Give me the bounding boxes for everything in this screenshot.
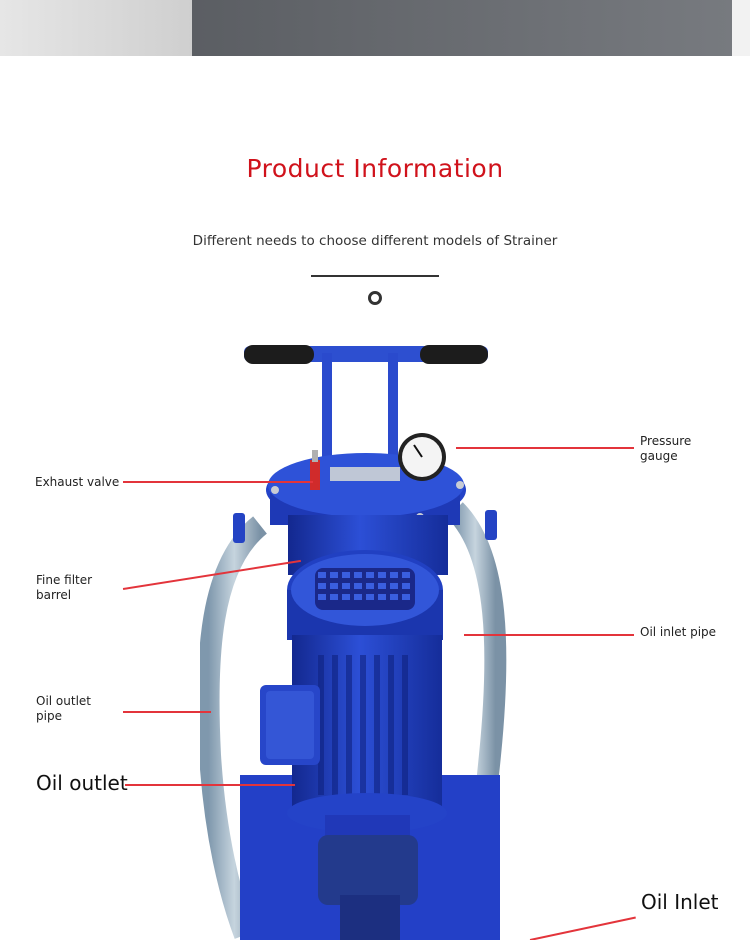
label-oil-inlet: Oil Inlet	[641, 890, 719, 914]
leader-pressure-gauge	[456, 447, 634, 449]
banner-dark-area	[192, 0, 732, 56]
label-oil-outlet: Oil outlet	[36, 771, 128, 795]
page-title: Product Information	[246, 154, 504, 183]
leader-exhaust-valve	[123, 481, 313, 483]
leader-oil-inlet	[529, 916, 636, 940]
label-fine-filter-barrel: Fine filter barrel	[36, 573, 93, 602]
handle-grip-left	[244, 345, 314, 364]
title-divider	[311, 275, 439, 277]
top-banner-image	[0, 0, 750, 56]
banner-edge	[732, 0, 750, 56]
handle-grip-right	[420, 345, 488, 364]
leader-oil-outlet	[125, 784, 295, 786]
banner-light-area	[0, 0, 192, 56]
label-pressure-gauge: Pressure gauge	[640, 434, 692, 463]
oil-filter-machine-image	[200, 345, 507, 940]
page-subtitle: Different needs to choose different mode…	[192, 233, 558, 249]
label-oil-inlet-pipe: Oil inlet pipe	[640, 625, 717, 639]
label-exhaust-valve: Exhaust valve	[35, 475, 120, 489]
leader-oil-inlet-pipe	[464, 634, 634, 636]
label-oil-outlet-pipe: Oil outlet pipe	[36, 694, 92, 723]
divider-ring-icon	[368, 291, 382, 305]
leader-oil-outlet-pipe	[123, 711, 211, 713]
